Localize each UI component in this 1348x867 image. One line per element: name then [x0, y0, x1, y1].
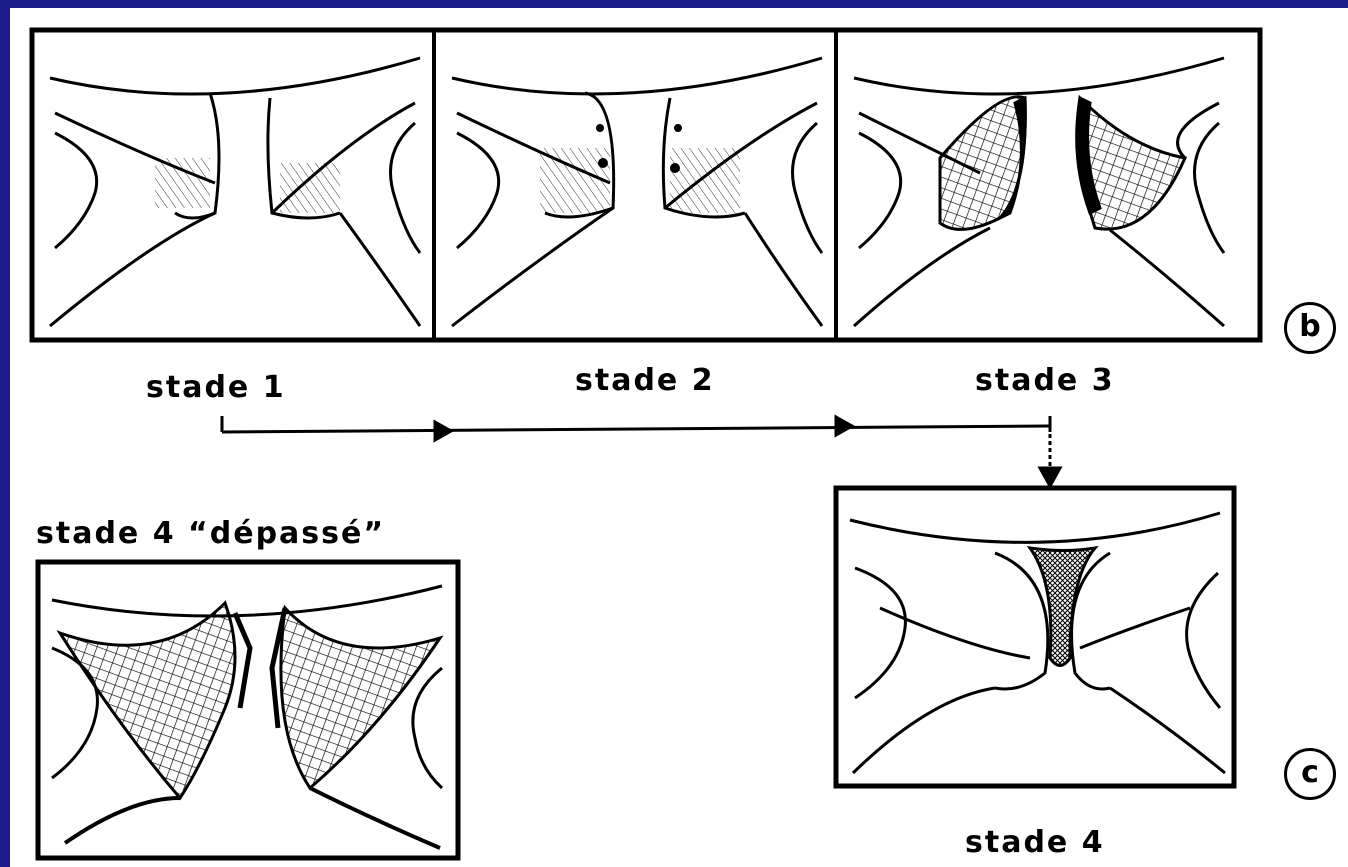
panel-stade-4-depasse	[52, 586, 442, 848]
stade-4-depasse-frame	[38, 562, 458, 858]
stade-4-frame	[836, 488, 1234, 786]
panel-stade-1	[50, 58, 420, 326]
panel-stade-3	[854, 58, 1224, 326]
badge-b: b	[1284, 302, 1336, 354]
label-stade-2: stade 2	[575, 363, 715, 398]
panel-stade-2	[452, 58, 822, 326]
label-stade-4: stade 4	[965, 825, 1105, 860]
label-stade-3: stade 3	[975, 363, 1115, 398]
slide: stade 1 stade 2 stade 3 stade 4 “dépassé…	[10, 8, 1348, 867]
progression-arrow	[222, 416, 1060, 486]
panel-stade-4	[850, 513, 1225, 773]
label-stade-4-depasse: stade 4 “dépassé”	[36, 516, 385, 551]
badge-c: c	[1284, 748, 1336, 800]
stage-diagram	[10, 8, 1348, 867]
label-stade-1: stade 1	[146, 370, 286, 405]
stage-strip-frame	[32, 30, 1260, 340]
